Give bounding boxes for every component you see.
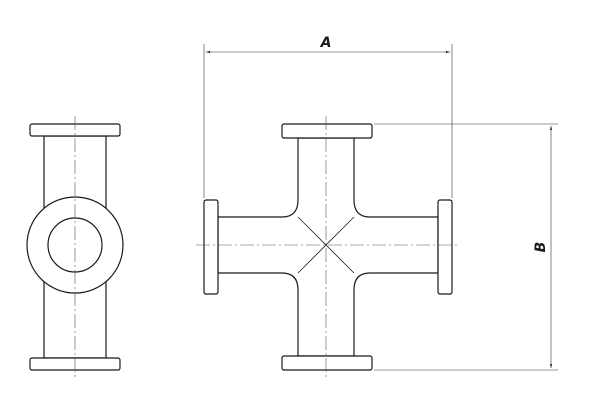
front-view — [196, 116, 460, 380]
side-view — [26, 116, 124, 378]
left-flange — [203, 199, 219, 295]
dimension-a-label: A — [320, 35, 332, 51]
dimension-a: A — [203, 35, 453, 198]
dimension-b: B — [374, 123, 558, 371]
bottom-flange — [281, 355, 373, 371]
dimension-b-label: B — [533, 242, 549, 253]
top-flange — [281, 123, 373, 139]
right-flange — [437, 199, 453, 295]
